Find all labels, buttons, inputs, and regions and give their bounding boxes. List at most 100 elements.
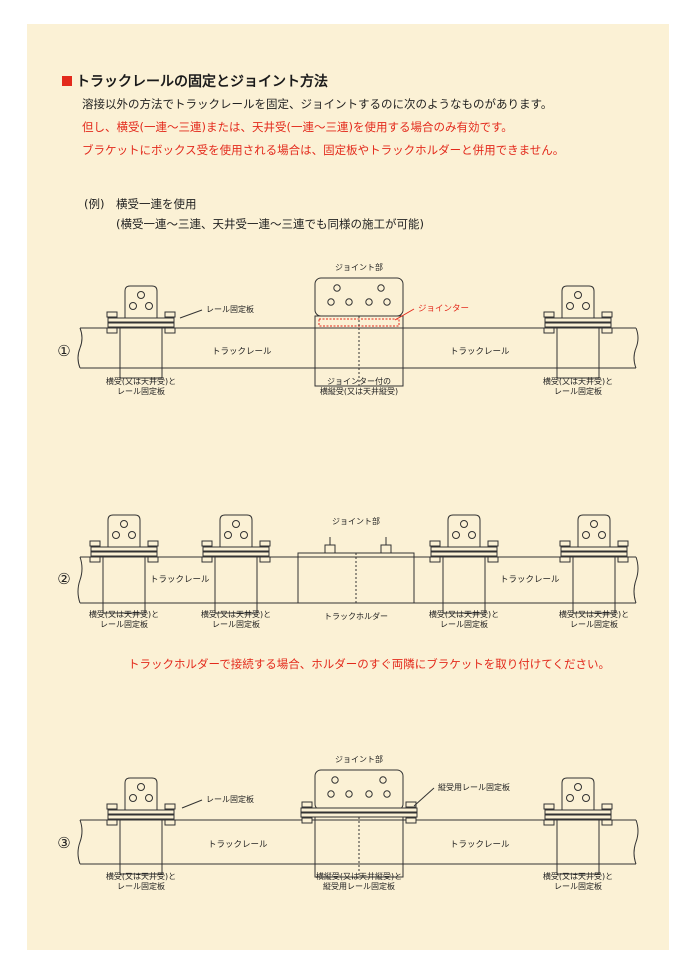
bolt-nut — [559, 540, 571, 547]
bolt-nut — [543, 327, 555, 334]
rail-break-right — [633, 556, 639, 604]
rail-label: トラックレール — [150, 575, 210, 585]
vertical-fixing-plate-lower — [300, 812, 418, 818]
bracket-hole — [582, 794, 590, 802]
fixing-plate — [430, 546, 498, 552]
bolt-nut — [601, 803, 613, 810]
bolt-nut — [106, 819, 118, 826]
bolt-nut — [259, 556, 271, 563]
bracket-hole — [128, 531, 136, 539]
bracket-hole — [345, 298, 353, 306]
bracket-caption: 横受(又は天井受)と — [543, 871, 613, 881]
jointer-label: ジョインター — [418, 304, 469, 314]
bolt-nut — [147, 540, 159, 547]
rail-break-right — [633, 327, 639, 369]
bolt-nut — [89, 556, 101, 563]
rail-label: トラックレール — [450, 840, 510, 850]
joint-bracket-plate — [314, 277, 404, 317]
holder-label: トラックホルダー — [324, 611, 388, 621]
joint-bracket-plate — [314, 769, 404, 811]
bracket-caption: レール固定板 — [570, 619, 618, 629]
bolt-nut — [106, 327, 118, 334]
bracket-caption: レール固定板 — [117, 386, 165, 396]
plate-label: レール固定板 — [206, 794, 254, 804]
vplate-label: 縦受用レール固定板 — [438, 782, 510, 792]
bolt-nut — [301, 817, 313, 824]
bolt-nut — [164, 327, 176, 334]
bracket-hole — [240, 531, 248, 539]
fixing-plate — [202, 546, 270, 552]
bolt-nut — [201, 540, 213, 547]
bracket-hole — [452, 531, 460, 539]
bracket-caption: 横受(又は天井受)と — [89, 609, 159, 619]
bolt-nut — [429, 540, 441, 547]
bracket-plate — [107, 514, 141, 547]
holder-bolt — [380, 544, 392, 554]
bolt-nut — [543, 819, 555, 826]
holder-note: トラックホルダーで接続する場合、ホルダーのすぐ両隣にブラケットを取り付けてくださ… — [128, 657, 610, 671]
bolt-nut — [259, 540, 271, 547]
bolt-nut — [601, 311, 613, 318]
bracket-hole — [120, 520, 128, 528]
bracket-hole — [145, 794, 153, 802]
bracket-caption: 縦受用レール固定板 — [323, 881, 395, 891]
rail-break-left — [77, 327, 83, 369]
bracket-caption: 横受(又は天井受)と — [106, 871, 176, 881]
bracket-hole — [145, 302, 153, 310]
bolt-nut — [405, 817, 417, 824]
bracket-hole — [137, 291, 145, 299]
bracket-hole — [598, 531, 606, 539]
bracket-caption: レール固定板 — [440, 619, 488, 629]
bracket-caption: レール固定板 — [100, 619, 148, 629]
bolt-nut — [543, 311, 555, 318]
bracket-caption: 横受(又は天井受)と — [106, 376, 176, 386]
bracket-box — [119, 818, 163, 875]
bracket-hole — [574, 291, 582, 299]
fixing-plate — [544, 809, 612, 815]
bolt-nut — [201, 556, 213, 563]
bracket-hole — [383, 298, 391, 306]
fixing-plate — [560, 546, 628, 552]
bracket-caption: レール固定板 — [117, 881, 165, 891]
bolt-nut — [429, 556, 441, 563]
bracket-hole — [582, 531, 590, 539]
bolt-nut — [617, 556, 629, 563]
diagram-number: ③ — [57, 834, 70, 852]
leader-line — [413, 787, 435, 807]
bracket-hole — [327, 298, 335, 306]
bracket-plate — [561, 777, 595, 810]
bracket-hole — [224, 531, 232, 539]
bracket-caption: 横受(又は天井受)と — [429, 609, 499, 619]
bolt-nut — [106, 311, 118, 318]
plate-label: レール固定板 — [206, 304, 254, 314]
rail-label: トラックレール — [450, 347, 510, 357]
bracket-hole — [129, 302, 137, 310]
vertical-fixing-plate — [300, 807, 418, 813]
rail-label: トラックレール — [212, 347, 272, 357]
bracket-box — [572, 555, 616, 614]
fixing-plate-lower — [90, 551, 158, 557]
bracket-caption: 横受(又は天井受)と — [201, 609, 271, 619]
fixing-plate-lower — [544, 814, 612, 820]
bracket-box — [556, 326, 600, 379]
fixing-plate-lower — [560, 551, 628, 557]
bracket-caption: ジョインター付の — [327, 376, 391, 386]
section-title: トラックレールの固定とジョイント方法 — [76, 74, 328, 90]
diagram-number: ① — [57, 342, 70, 360]
bolt-nut — [617, 540, 629, 547]
bracket-caption: レール固定板 — [212, 619, 260, 629]
fixing-plate — [90, 546, 158, 552]
bolt-nut — [405, 801, 417, 808]
bracket-caption: 横受(又は天井受)と — [559, 609, 629, 619]
fixing-plate-lower — [544, 322, 612, 328]
bracket-hole — [129, 794, 137, 802]
bracket-box — [119, 326, 163, 379]
bracket-box — [556, 818, 600, 875]
bolt-nut — [601, 819, 613, 826]
intro-line-2: 但し、横受(一連～三連)または、天井受(一連～三連)を使用する場合のみ有効です。 — [82, 120, 513, 134]
bracket-box — [214, 555, 258, 614]
bracket-hole — [345, 790, 353, 798]
